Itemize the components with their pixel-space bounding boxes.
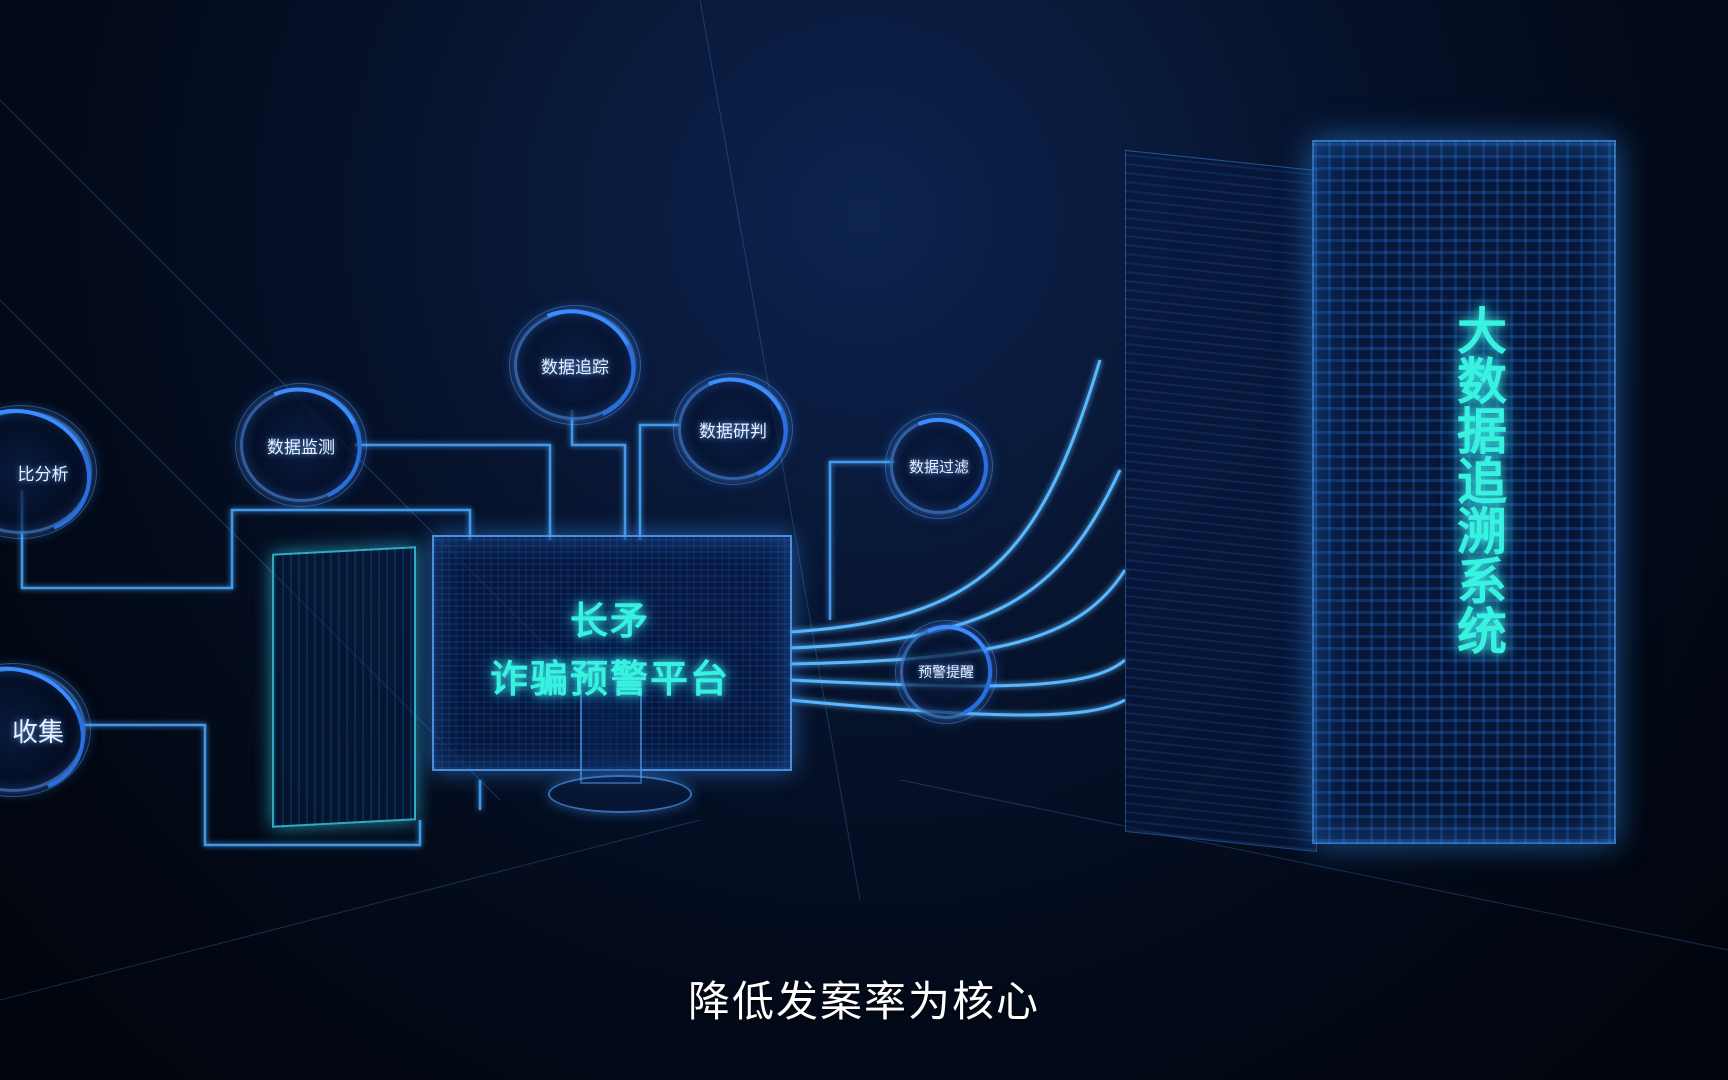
server-rack-side [1125, 149, 1317, 853]
stream-2 [789, 469, 1122, 650]
node-filter[interactable]: 数据过滤 [885, 413, 993, 519]
video-subtitle: 降低发案率为核心 [687, 977, 1040, 1026]
node-collect-label: 收集 [11, 717, 64, 748]
monitor-stand [580, 690, 642, 784]
link-filter [828, 460, 895, 620]
monitor-screen [432, 535, 792, 771]
link-compare [20, 490, 472, 590]
stream-5 [789, 698, 1126, 717]
platform-title: 长矛 诈骗预警平台 [432, 592, 788, 708]
stream-4 [789, 658, 1126, 688]
stream-1 [789, 359, 1102, 634]
node-track-label: 数据追踪 [541, 357, 609, 378]
platform-title-line1: 长矛 [569, 599, 650, 643]
node-monitor[interactable]: 数据监测 [235, 383, 367, 507]
node-alert-label: 预警提醒 [918, 665, 974, 681]
monitor-base [548, 775, 692, 813]
platform-title-line2: 诈骗预警平台 [489, 657, 730, 701]
link-track [570, 410, 627, 540]
node-compare[interactable]: 比分析 [0, 405, 97, 539]
node-filter-label: 数据过滤 [908, 457, 969, 476]
node-judge-label: 数据研判 [699, 421, 767, 442]
pc-tower [272, 546, 416, 828]
link-judge [638, 423, 680, 540]
link-monitor [355, 443, 552, 540]
link-collect [80, 723, 422, 847]
server-title: 大数据追溯系统 [1449, 305, 1507, 655]
server-rack [1312, 140, 1616, 844]
node-judge[interactable]: 数据研判 [673, 373, 793, 485]
node-track[interactable]: 数据追踪 [509, 305, 641, 425]
stream-3 [789, 569, 1127, 666]
node-monitor-label: 数据监测 [267, 437, 335, 458]
node-compare-label: 比分析 [17, 464, 69, 485]
node-alert[interactable]: 预警提醒 [895, 620, 997, 724]
